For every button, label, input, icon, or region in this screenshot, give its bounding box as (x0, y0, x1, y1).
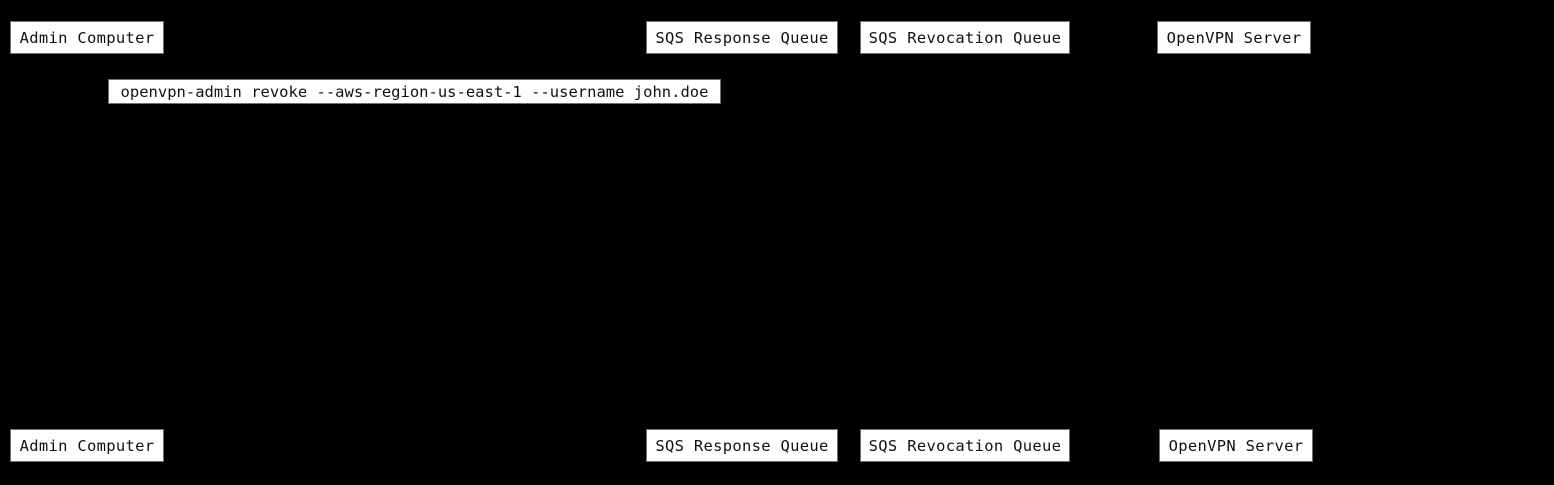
participant-bottom-admin-computer: Admin Computer (10, 429, 164, 462)
participant-bottom-sqs-response-queue: SQS Response Queue (646, 429, 838, 462)
participant-label: Admin Computer (19, 28, 155, 47)
message-text: openvpn-admin revoke --aws-region-us-eas… (120, 82, 709, 101)
message-label-revoke-command: openvpn-admin revoke --aws-region-us-eas… (108, 79, 721, 104)
participant-label: SQS Revocation Queue (868, 28, 1062, 47)
participant-top-admin-computer: Admin Computer (10, 21, 164, 54)
participant-top-sqs-revocation-queue: SQS Revocation Queue (860, 21, 1070, 54)
participant-label: OpenVPN Server (1168, 436, 1304, 455)
participant-bottom-sqs-revocation-queue: SQS Revocation Queue (860, 429, 1070, 462)
participant-top-sqs-response-queue: SQS Response Queue (646, 21, 838, 54)
participant-top-openvpn-server: OpenVPN Server (1157, 21, 1311, 54)
participant-label: SQS Response Queue (655, 28, 829, 47)
participant-bottom-openvpn-server: OpenVPN Server (1159, 429, 1313, 462)
participant-label: SQS Revocation Queue (868, 436, 1062, 455)
participant-label: OpenVPN Server (1166, 28, 1302, 47)
participant-label: SQS Response Queue (655, 436, 829, 455)
participant-label: Admin Computer (19, 436, 155, 455)
